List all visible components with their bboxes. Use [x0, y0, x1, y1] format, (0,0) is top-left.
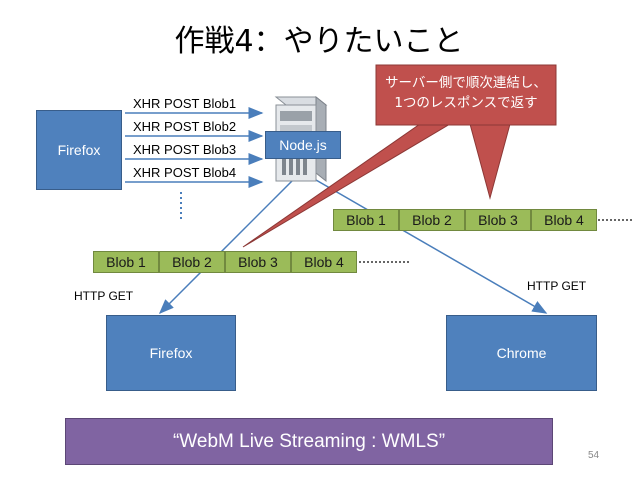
- callout-pointer-right: [469, 123, 511, 200]
- http-get-label-right: HTTP GET: [527, 279, 587, 293]
- wmls-banner-text: “WebM Live Streaming : WMLS”: [172, 430, 446, 452]
- firefox-receiver-box: Firefox: [106, 315, 236, 391]
- blob-left-4: Blob 4: [291, 251, 357, 273]
- page-number: 54: [588, 450, 600, 461]
- callout-text: サーバー側で順次連結し、 1つのレスポンスで返す: [376, 73, 556, 113]
- nodejs-box: Node.js: [265, 131, 341, 159]
- callout-line-1: サーバー側で順次連結し、: [385, 75, 547, 91]
- nodejs-label: Node.js: [279, 137, 327, 153]
- blob-row-right: Blob 1 Blob 2 Blob 3 Blob 4: [333, 209, 597, 231]
- callout-line-2: 1つのレスポンスで返す: [394, 95, 538, 111]
- blob-right-4: Blob 4: [531, 209, 597, 231]
- blob-right-3: Blob 3: [465, 209, 531, 231]
- xhr-post-label-4: XHR POST Blob4: [133, 165, 237, 180]
- xhr-post-label-1: XHR POST Blob1: [133, 96, 237, 111]
- firefox-sender-label: Firefox: [57, 142, 101, 158]
- xhr-post-label-3: XHR POST Blob3: [133, 142, 237, 157]
- chrome-receiver-label: Chrome: [496, 345, 547, 361]
- blob-left-3: Blob 3: [225, 251, 291, 273]
- blob-left-1: Blob 1: [93, 251, 159, 273]
- xhr-post-label-2: XHR POST Blob2: [133, 119, 237, 134]
- blob-left-2: Blob 2: [159, 251, 225, 273]
- firefox-sender-box: Firefox: [36, 110, 122, 190]
- blob-right-1: Blob 1: [333, 209, 399, 231]
- server-icon: [274, 95, 328, 183]
- slide-title: 作戦4：やりたいこと: [174, 24, 464, 59]
- server-to-firefox-arrow: [158, 179, 294, 315]
- chrome-receiver-box: Chrome: [446, 315, 597, 391]
- firefox-receiver-label: Firefox: [149, 345, 193, 361]
- callout-box: [375, 64, 557, 126]
- server-to-chrome-arrow: [315, 179, 548, 314]
- wmls-banner: “WebM Live Streaming : WMLS”: [65, 418, 553, 465]
- blob-right-2: Blob 2: [399, 209, 465, 231]
- blob-row-left: Blob 1 Blob 2 Blob 3 Blob 4: [93, 251, 357, 273]
- http-get-label-left: HTTP GET: [74, 289, 134, 303]
